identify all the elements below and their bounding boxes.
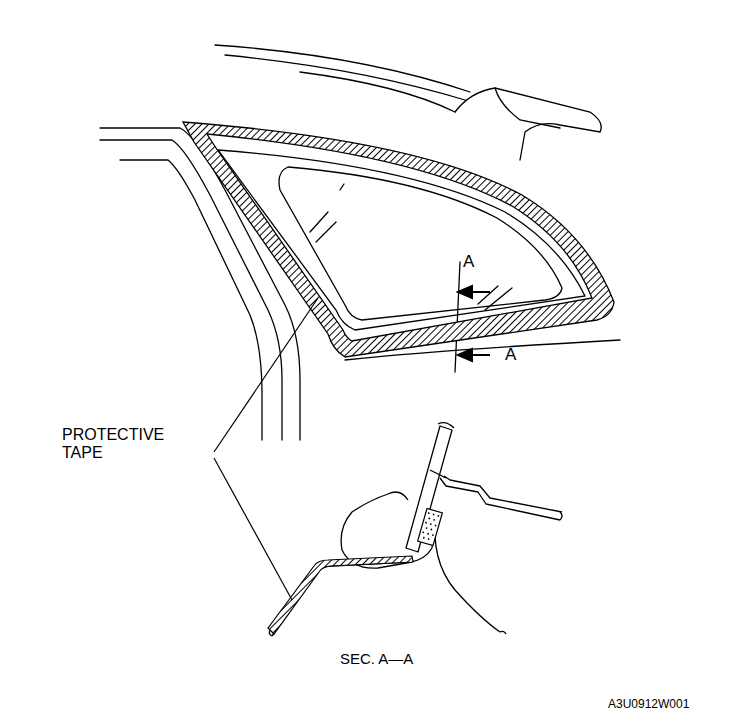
- section-letter: A: [505, 345, 516, 365]
- figure-code: A3U0912W001: [608, 698, 689, 712]
- section-title: SEC. A—A: [340, 650, 413, 667]
- part-name: PROTECTIVE TAPE: [62, 426, 187, 463]
- section-letter: A: [463, 252, 474, 272]
